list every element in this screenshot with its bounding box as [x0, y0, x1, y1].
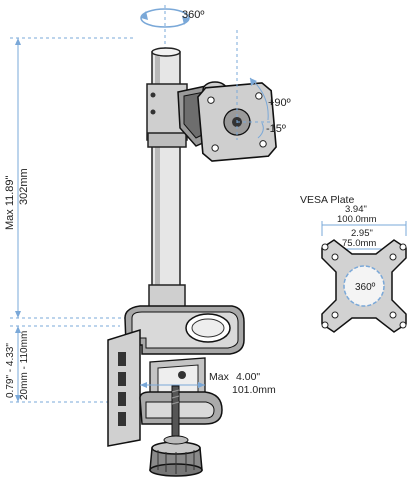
- collar-ring: [147, 132, 187, 148]
- vesa-rotation-icon: [343, 265, 385, 307]
- height-label-mm: 302mm: [18, 168, 30, 205]
- top-rotation-arrow-icon: [140, 8, 190, 28]
- vesa-outer-in: 3.94": [345, 204, 367, 215]
- top-rotation-label: 360º: [182, 9, 204, 21]
- clamp-depth-in: 4.00": [236, 371, 260, 383]
- clamp-depth-mm: 101.0mm: [232, 384, 276, 396]
- vesa-outer-mm: 100.0mm: [337, 214, 377, 225]
- tilt-down-label: -15º: [266, 123, 286, 135]
- vesa-title: VESA Plate: [300, 194, 354, 206]
- pole: [146, 47, 188, 316]
- vesa-plate-detail: [321, 239, 407, 333]
- tilt-down-arrow-icon: [257, 122, 264, 139]
- clamp-screw: [171, 385, 180, 437]
- desk-clamp: [107, 305, 245, 477]
- vesa-inner-mm: 75.0mm: [342, 238, 376, 249]
- vesa-inner-in: 2.95": [351, 228, 373, 239]
- tilt-up-label: +90º: [268, 97, 291, 109]
- clamp-range-in: 0.79" - 4.33": [5, 343, 16, 398]
- height-label-in: Max 11.89": [4, 175, 16, 230]
- vesa-rotation-label: 360º: [355, 282, 376, 293]
- clamp-range-mm: 20mm - 110mm: [19, 331, 30, 400]
- clamp-depth-max: Max: [209, 371, 230, 383]
